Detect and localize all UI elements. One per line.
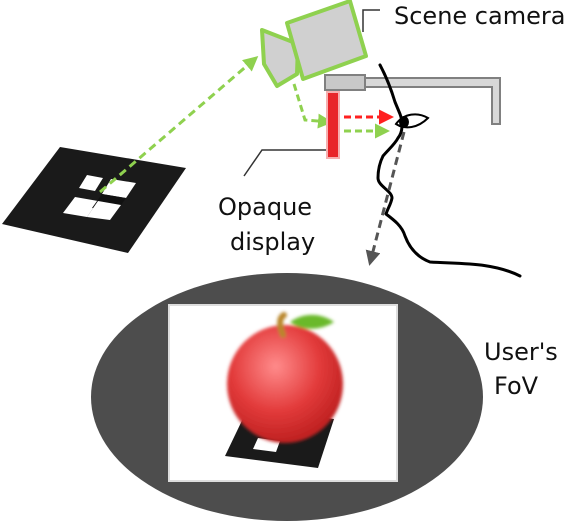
opaque-display-pointer [243, 149, 326, 177]
glasses-frame [324, 74, 501, 125]
marker-to-camera-arrow [99, 56, 259, 194]
eye-icon [394, 113, 430, 129]
users-fov-label-line1: User's [484, 338, 558, 366]
apple-icon [227, 312, 343, 443]
fiducial-marker-icon [2, 147, 186, 253]
video-camera-icon [260, 0, 368, 88]
users-fov-label-line2: FoV [494, 372, 539, 400]
gaze-arrow [365, 131, 406, 266]
opaque-display-bar [326, 91, 340, 159]
scene-camera-label: Scene camera [394, 2, 565, 30]
camera-to-display-arrow [292, 83, 333, 129]
opaque-display-label-line2: display [230, 228, 315, 256]
scene-camera-pointer [362, 9, 380, 32]
opaque-display-label-line1: Opaque [218, 193, 312, 221]
